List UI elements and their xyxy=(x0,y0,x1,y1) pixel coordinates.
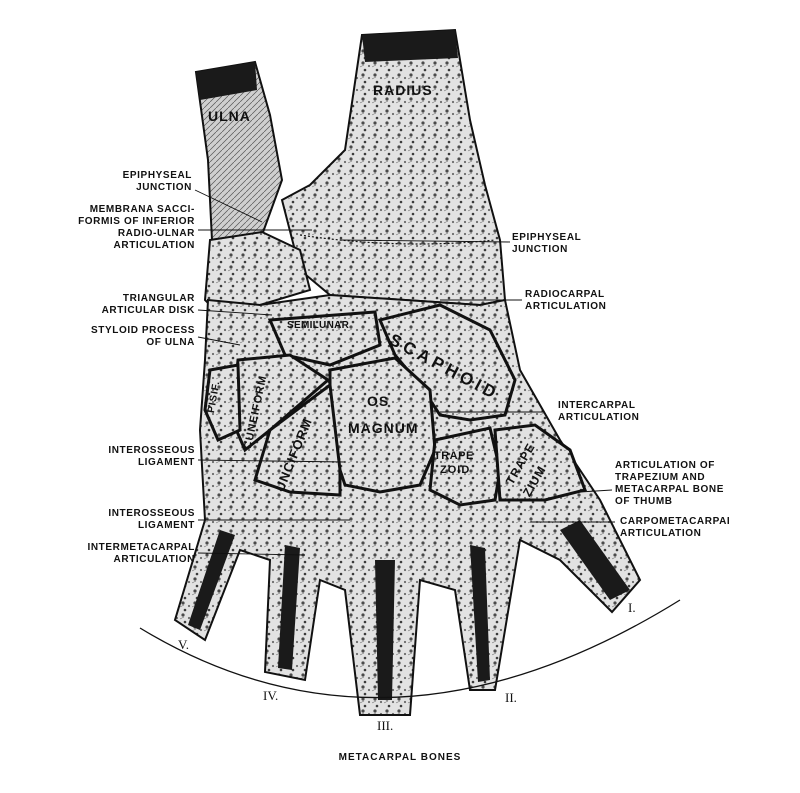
carpometacarpal-articulation-label: CARPOMETACARPAI ARTICULATION xyxy=(620,516,731,539)
membrana-sacciformis-label: MEMBRANA SACCI- FORMIS OF INFERIOR RADIO… xyxy=(78,204,195,251)
metacarpal-iii-numeral: III. xyxy=(377,718,394,733)
trapezium-articulation-label: ARTICULATION OF TRAPEZIUM AND METACARPAL… xyxy=(615,460,724,507)
radiocarpal-articulation-label: RADIOCARPAL ARTICULATION xyxy=(525,289,607,312)
trapezoid-label-2: ZOID xyxy=(440,464,471,476)
interosseous-ligament-upper-label: INTEROSSEOUS LIGAMENT xyxy=(108,445,195,468)
leader-lines-left xyxy=(194,189,350,556)
figure-caption: METACARPAL BONES xyxy=(338,752,462,763)
interosseous-ligament-lower-label: INTEROSSEOUS LIGAMENT xyxy=(108,508,195,531)
intermetacarpal-articulation-label: INTERMETACARPAL ARTICULATION xyxy=(87,542,195,565)
trapezoid-bone xyxy=(428,426,502,507)
metacarpal-arc xyxy=(139,599,681,699)
leader-lines-right xyxy=(339,239,615,523)
metacarpal-i-shaft xyxy=(560,520,630,600)
metacarpal-iv-numeral: IV. xyxy=(263,688,279,703)
os-magnum-label-1: OS xyxy=(367,393,390,409)
metacarpal-v-numeral: V. xyxy=(178,637,189,652)
os-magnum-label-2: MAGNUM xyxy=(348,420,419,436)
epiphyseal-junction-right-label: EPIPHYSEAL JUNCTION xyxy=(512,232,582,255)
radius-body xyxy=(280,28,507,307)
trapezoid-label-1: TRAPE xyxy=(434,450,474,462)
epiphyseal-junction-left-label: EPIPHYSEAL JUNCTION xyxy=(122,170,192,193)
pisiform-bone xyxy=(203,363,242,442)
intercarpal-articulation-label: INTERCARPAL ARTICULATION xyxy=(558,400,640,423)
metacarpal-iii-shaft xyxy=(375,560,395,700)
trapezium-bone xyxy=(493,423,587,502)
metacarpal-ii-numeral: II. xyxy=(505,690,517,705)
metacarpal-i-numeral: I. xyxy=(628,600,636,615)
metacarpal-iv-shaft xyxy=(278,545,300,670)
semilunar-label: SEMILUNAR xyxy=(287,320,350,331)
styloid-process-label: STYLOID PROCESS OF ULNA xyxy=(90,325,195,348)
semilunar-bone xyxy=(267,310,382,367)
metacarpal-v-shaft xyxy=(188,530,235,630)
ulna-label: ULNA xyxy=(208,108,251,124)
unciform-bone xyxy=(253,382,342,497)
radius-label: RADIUS xyxy=(373,82,433,98)
metacarpal-ii-shaft xyxy=(470,545,490,682)
triangular-articular-disk-label: TRIANGULAR ARTICULAR DISK xyxy=(101,293,195,316)
